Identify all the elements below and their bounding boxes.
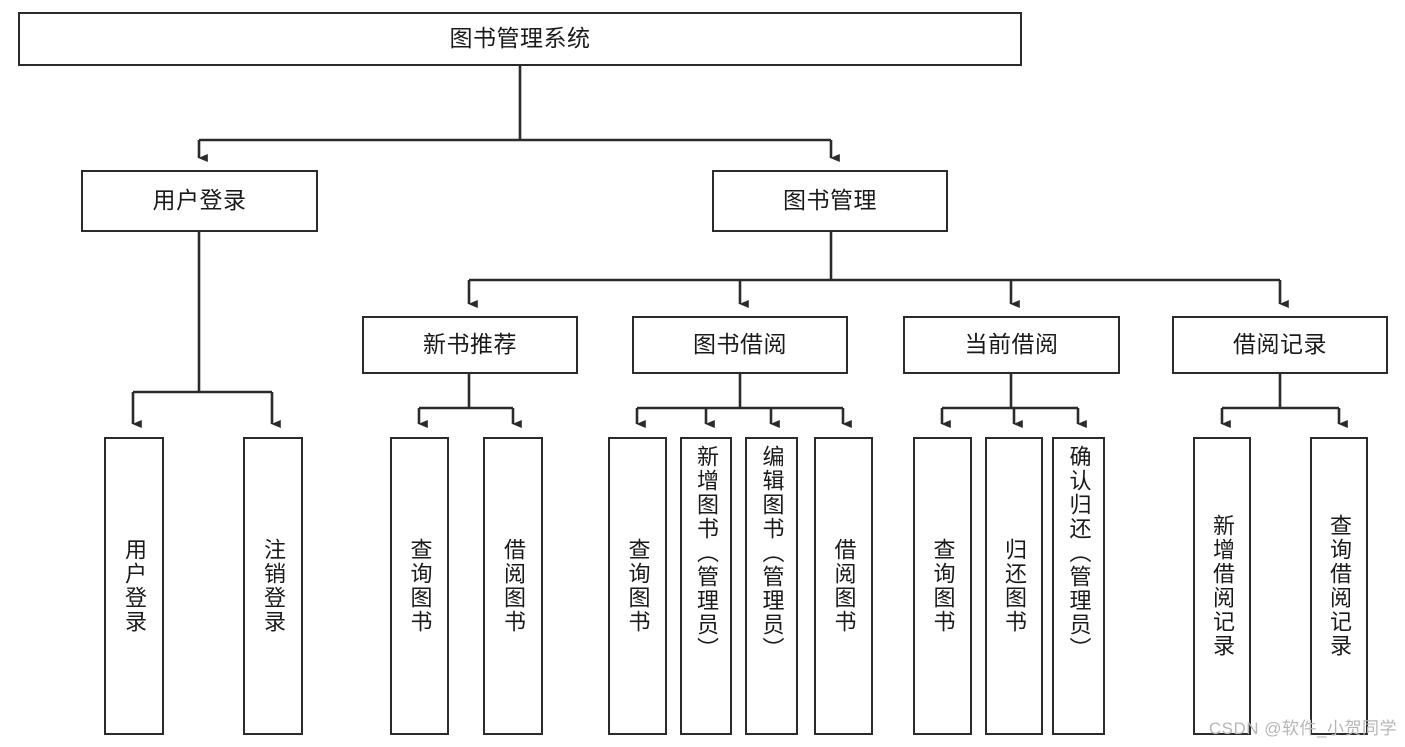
node-book-borrow[interactable]: 图书借阅 (632, 316, 848, 374)
node-borrow-record[interactable]: 借阅记录 (1172, 316, 1388, 374)
leaf-edit-book-admin[interactable]: 编辑图书（管理员） (745, 437, 798, 735)
node-label: 编辑图书（管理员） (759, 445, 785, 661)
node-current-borrow[interactable]: 当前借阅 (903, 316, 1120, 374)
node-label: 新书推荐 (423, 331, 517, 358)
node-root-book-management-system[interactable]: 图书管理系统 (18, 12, 1022, 66)
node-label: 查询图书 (407, 538, 433, 634)
node-label: 图书管理 (783, 187, 877, 214)
leaf-user-login[interactable]: 用户登录 (104, 437, 164, 735)
node-label: 注销登录 (260, 538, 286, 634)
node-book-management[interactable]: 图书管理 (712, 170, 948, 232)
leaf-query-book-borrow[interactable]: 查询图书 (608, 437, 667, 735)
leaf-add-book-admin[interactable]: 新增图书（管理员） (680, 437, 732, 735)
leaf-borrow-book-recommend[interactable]: 借阅图书 (483, 437, 543, 735)
node-label: 用户登录 (152, 187, 247, 214)
node-label: 用户登录 (121, 538, 147, 634)
leaf-return-book[interactable]: 归还图书 (985, 437, 1043, 735)
node-label: 查询图书 (625, 538, 651, 634)
node-label: 借阅图书 (500, 538, 526, 634)
leaf-query-borrow-record[interactable]: 查询借阅记录 (1310, 437, 1368, 735)
leaf-add-borrow-record[interactable]: 新增借阅记录 (1193, 437, 1251, 735)
leaf-query-book-recommend[interactable]: 查询图书 (390, 437, 449, 735)
leaf-query-book-current[interactable]: 查询图书 (913, 437, 972, 735)
node-label: 当前借阅 (964, 331, 1059, 358)
node-label: 新增借阅记录 (1209, 514, 1235, 658)
node-label: 图书借阅 (693, 331, 787, 358)
node-label: 确认归还（管理员） (1066, 445, 1092, 661)
leaf-confirm-return-admin[interactable]: 确认归还（管理员） (1052, 437, 1105, 735)
node-user-login[interactable]: 用户登录 (81, 170, 318, 232)
watermark-text: CSDN @软件_小贺同学 (1208, 719, 1397, 738)
node-label: 图书管理系统 (449, 25, 591, 52)
node-label: 借阅记录 (1233, 331, 1327, 358)
node-new-book-recommend[interactable]: 新书推荐 (362, 316, 578, 374)
node-label: 借阅图书 (831, 538, 857, 634)
leaf-borrow-book[interactable]: 借阅图书 (814, 437, 873, 735)
node-label: 查询借阅记录 (1326, 514, 1352, 658)
leaf-logout-login[interactable]: 注销登录 (243, 437, 303, 735)
node-label: 查询图书 (930, 538, 956, 634)
node-label: 归还图书 (1001, 538, 1027, 634)
node-label: 新增图书（管理员） (693, 445, 719, 661)
